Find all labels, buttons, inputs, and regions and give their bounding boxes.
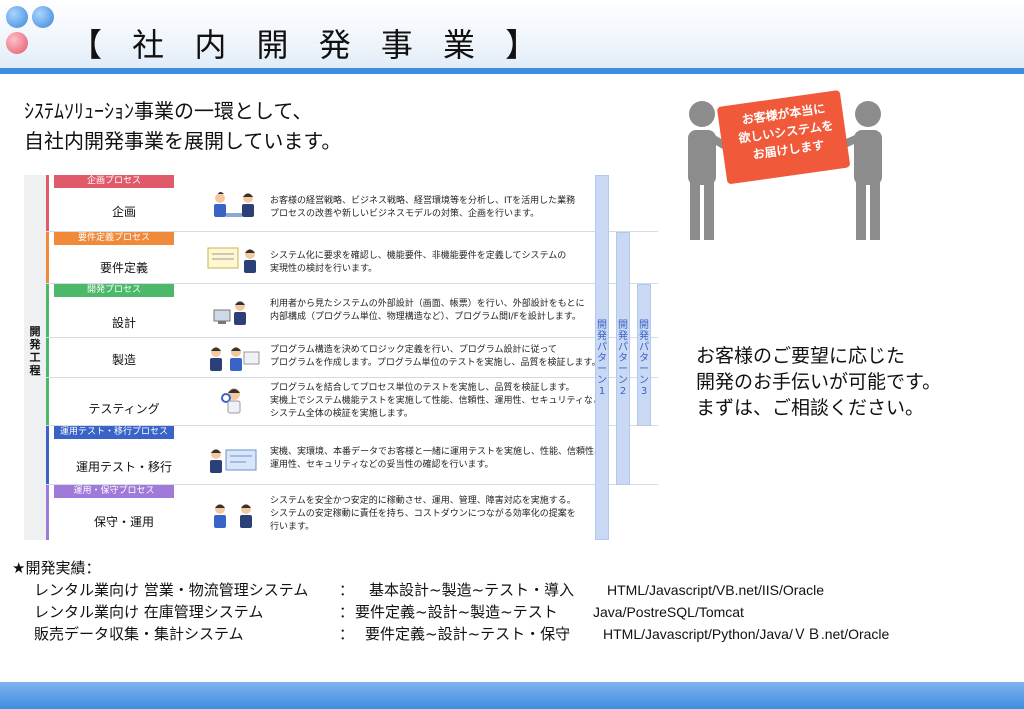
process-color-bar <box>46 378 49 425</box>
description-line: お客様の経営戦略、ビジネス戦略、経営環境等を分析し、ITを活用した業務 <box>270 196 576 206</box>
process-description: お客様の経営戦略、ビジネス戦略、経営環境等を分析し、ITを活用した業務 プロセス… <box>270 195 620 221</box>
footer-band <box>0 682 1024 709</box>
description-line: システム化に要求を確認し、機能要件、非機能要件を定義してシステムの <box>270 251 567 261</box>
people-holding-sign-illustration <box>688 90 882 240</box>
achievement-tech: HTML/Javascript/Python/Java/ＶＢ.net/Oracl… <box>603 626 890 642</box>
process-side-column: 開発工程 <box>24 175 46 540</box>
consultation-line: 開発のお手伝いが可能です。 <box>696 371 942 393</box>
achievement-separator: ： <box>339 625 355 643</box>
process-tag: 運用テスト・移行プロセス <box>54 426 174 439</box>
pattern-bar-2 <box>616 232 630 485</box>
document-person-icon <box>207 247 256 273</box>
description-line: 運用性、セキュリティなどの妥当性の確認を行います。 <box>270 460 494 470</box>
logo-dot-icon <box>6 32 28 54</box>
presentation-icon <box>210 449 257 473</box>
process-tag: 企画プロセス <box>54 175 174 188</box>
header-band <box>0 0 1024 74</box>
description-line: プログラムを作成します。プログラム単位のテストを実施し、品質を検証します。 <box>270 358 601 368</box>
consultation-line: まずは、ご相談ください。 <box>696 397 925 419</box>
process-side-label: 開発工程 <box>29 325 41 377</box>
process-description: プログラム構造を決めてロジック定義を行い、プログラム設計に従って プログラムを作… <box>270 344 620 370</box>
consultation-line: お客様のご要望に応じた <box>696 345 906 367</box>
computer-person-icon <box>213 301 246 325</box>
description-line: システム全体の検証を実施します。 <box>270 409 413 419</box>
achievement-name: レンタル業向け 営業・物流管理システム <box>34 581 309 599</box>
pattern-label-1: 開発パターン1 <box>597 320 607 397</box>
description-line: 行います。 <box>270 522 315 532</box>
consultation-text: お客様のご要望に応じた 開発のお手伝いが可能です。 まずは、ご相談ください。 <box>696 343 941 421</box>
support-team-icon <box>214 504 252 528</box>
process-row-testing: テスティング プログラムを結合してプロセス単位のテストを実施し、品質を検証します… <box>46 378 658 426</box>
achievement-item: レンタル業向け 営業・物流管理システム ： 基本設計~製造~テスト・導入 HTML/J… <box>34 579 824 600</box>
intro-line-2: 自社内開発事業を展開しています。 <box>24 129 342 153</box>
achievement-tech: HTML/Javascript/VB.net/IIS/Oracle <box>607 582 825 598</box>
process-row-build: 製造 プログラム構造を決めてロジック定義を行い、プログラム設計に従って プログラ… <box>46 338 658 378</box>
process-name: テスティング <box>88 402 160 416</box>
process-table: 開発工程 企画プロセス 企画 お客様の経営戦略、ビジネス戦略、経営環境等を分析し… <box>24 175 658 540</box>
process-color-bar <box>46 426 49 484</box>
process-description: 実機、実環境、本番データでお客様と一緒に運用テストを実施し、性能、信頼性、 運用… <box>270 446 620 472</box>
process-row-maintenance: 運用・保守プロセス 保守・運用 システムを安全かつ安定的に稼動させ、運用、管理、… <box>46 485 658 540</box>
pattern-label-2: 開発パターン2 <box>618 320 628 397</box>
intro-text: ｼｽﾃﾑｿﾘｭｰｼｮﾝ事業の一環として、 自社内開発事業を展開しています。 <box>24 96 341 156</box>
tester-icon <box>221 388 241 414</box>
developers-icon <box>210 347 260 371</box>
process-tag: 要件定義プロセス <box>54 232 174 245</box>
achievement-phase: 要件定義~設計~テスト・保守 <box>365 625 571 643</box>
logo-dot-icon <box>32 6 54 28</box>
process-name: 保守・運用 <box>93 515 154 529</box>
process-name: 要件定義 <box>99 261 148 275</box>
description-line: 内部構成（プログラム単位、物理構造など）、プログラム間I/Fを設計します。 <box>270 312 581 322</box>
process-row-requirements: 要件定義プロセス 要件定義 システム化に要求を確認し、機能要件、非機能要件を定義… <box>46 232 658 284</box>
description-line: プロセスの改善や新しいビジネスモデルの対策、企画を行います。 <box>270 209 540 219</box>
pattern-bar-1 <box>595 175 609 540</box>
achievement-item: レンタル業向け 在庫管理システム ：要件定義~設計~製造~テスト Java/Post… <box>34 601 744 622</box>
description-line: プログラムを結合してプロセス単位のテストを実施し、品質を検証します。 <box>270 383 575 393</box>
process-tag: 運用・保守プロセス <box>54 485 174 498</box>
pattern-label-3: 開発パターン3 <box>639 320 649 397</box>
process-row-design: 開発プロセス 設計 利用者から見たシステムの外部設計（画面、帳票）を行い、外部設… <box>46 284 658 338</box>
header-divider <box>0 68 1024 74</box>
process-name: 企画 <box>111 205 136 219</box>
process-description: システムを安全かつ安定的に稼動させ、運用、管理、障害対応を実施する。 システムの… <box>270 495 620 534</box>
achievement-separator: ： <box>339 603 355 621</box>
process-tag: 開発プロセス <box>54 284 174 297</box>
pattern-bar-3 <box>637 284 651 426</box>
logo-dot-icon <box>6 6 28 28</box>
achievement-name: 販売データ収集・集計システム <box>34 625 244 643</box>
achievement-item: 販売データ収集・集計システム ： 要件定義~設計~テスト・保守 HTML/Javasc… <box>34 623 889 644</box>
description-line: 実現性の検討を行います。 <box>270 264 378 274</box>
process-name: 製造 <box>111 353 136 367</box>
description-line: システムの安定稼動に責任を持ち、コストダウンにつながる効率化の提案を <box>270 509 576 519</box>
description-line: 実機、実環境、本番データでお客様と一緒に運用テストを実施し、性能、信頼性、 <box>270 447 604 457</box>
description-line: 実機上でシステム機能テストを実施して性能、信頼性、運用性、セキュリティなど <box>270 396 602 406</box>
achievement-phase: 要件定義~設計~製造~テスト <box>355 603 558 621</box>
description-line: システムを安全かつ安定的に稼動させ、運用、管理、障害対応を実施する。 <box>270 496 576 506</box>
process-color-bar <box>46 485 49 540</box>
process-description: システム化に要求を確認し、機能要件、非機能要件を定義してシステムの 実現性の検討… <box>270 250 620 276</box>
intro-line-1: ｼｽﾃﾑｿﾘｭｰｼｮﾝ事業の一環として、 <box>24 99 313 123</box>
page-title: 【 社 内 開 発 事 業 】 <box>70 26 548 64</box>
process-name: 設計 <box>111 316 136 330</box>
description-line: 利用者から見たシステムの外部設計（画面、帳票）を行い、外部設計をもとに <box>270 299 585 309</box>
achievement-phase: 基本設計~製造~テスト・導入 <box>369 581 575 599</box>
process-name: 運用テスト・移行 <box>75 460 172 474</box>
process-color-bar <box>46 284 49 337</box>
process-row-operation-test: 運用テスト・移行プロセス 運用テスト・移行 実機、実環境、本番データでお客様と一… <box>46 426 658 485</box>
achievement-name: レンタル業向け 在庫管理システム <box>34 603 264 621</box>
achievements-heading: ★開発実績： <box>12 559 101 577</box>
process-color-bar <box>46 232 49 283</box>
description-line: プログラム構造を決めてロジック定義を行い、プログラム設計に従って <box>270 345 558 355</box>
process-description: プログラムを結合してプロセス単位のテストを実施し、品質を検証します。 実機上でシ… <box>270 382 620 421</box>
process-color-bar <box>46 338 49 377</box>
process-description: 利用者から見たシステムの外部設計（画面、帳票）を行い、外部設計をもとに 内部構成… <box>270 298 620 324</box>
process-row-planning: 企画プロセス 企画 お客様の経営戦略、ビジネス戦略、経営環境等を分析し、ITを活… <box>46 175 658 232</box>
achievement-tech: Java/PostreSQL/Tomcat <box>593 604 744 620</box>
achievement-separator: ： <box>339 581 355 599</box>
meeting-people-icon <box>214 192 254 217</box>
process-color-bar <box>46 175 49 231</box>
